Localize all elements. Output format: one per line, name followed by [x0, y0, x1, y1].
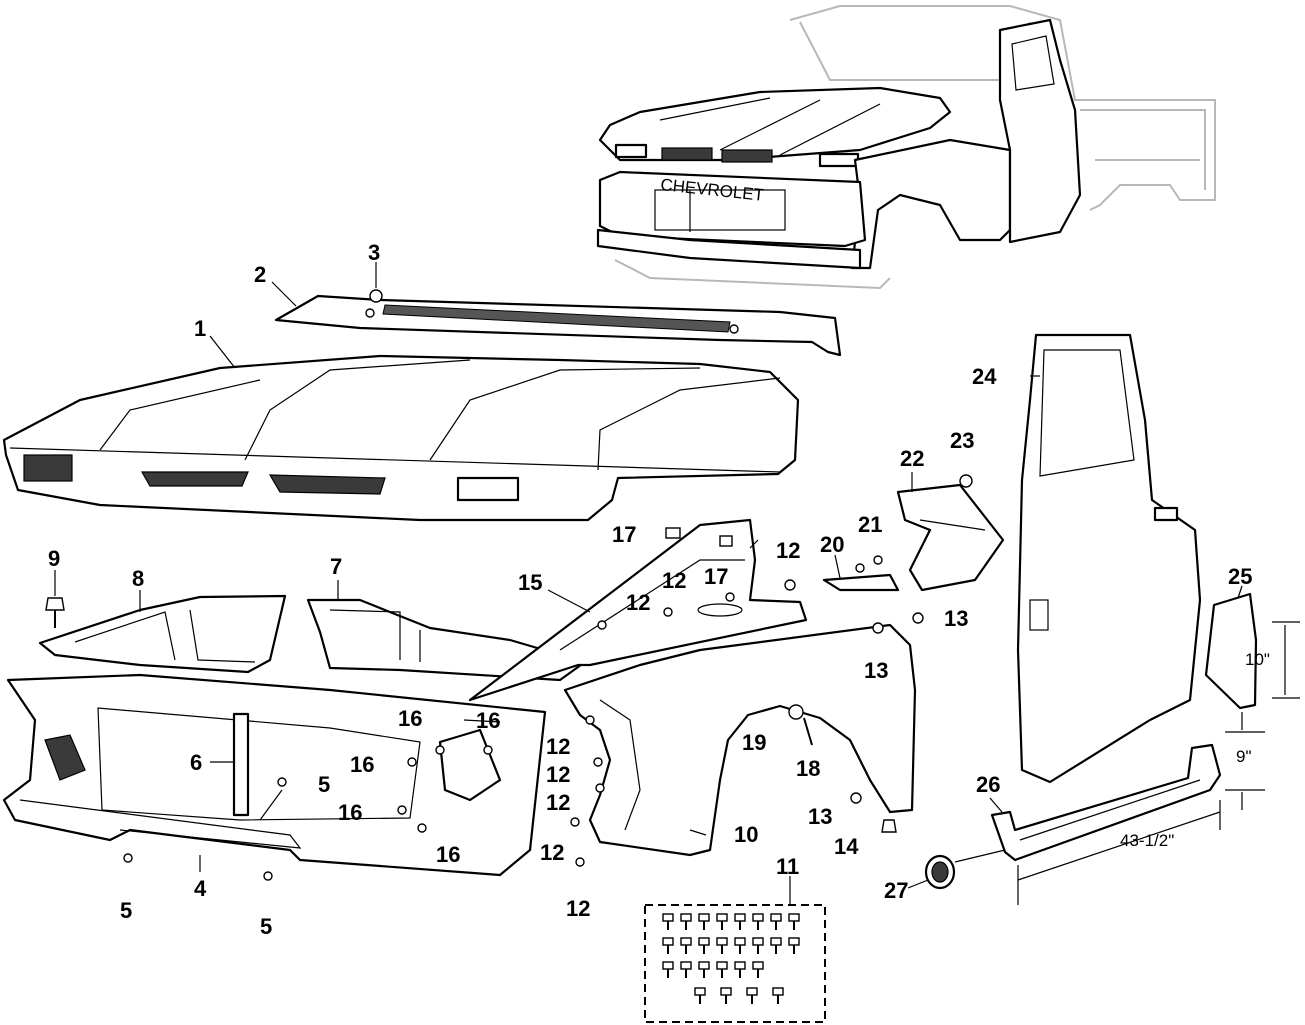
right-fender-skirt	[306, 598, 587, 682]
callout-2: 2	[254, 262, 266, 287]
kit-bolt-icon	[772, 987, 784, 996]
kit-bolt-icon	[770, 913, 782, 922]
kit-bolt-icon	[752, 961, 764, 970]
kit-bolt-icon	[698, 961, 710, 970]
callout-12-g: 12	[540, 840, 564, 865]
body-plug	[924, 854, 956, 890]
dimension-43-5in: 43-1/2"	[1120, 831, 1174, 850]
kit-bolt-icon	[788, 913, 800, 922]
callout-12-b: 12	[662, 568, 686, 593]
kit-bolt-icon	[680, 913, 692, 922]
callout-9: 9	[48, 546, 60, 571]
callout-12-f: 12	[546, 790, 570, 815]
callout-8: 8	[132, 566, 144, 591]
kit-bolt-icon	[734, 937, 746, 946]
callout-13-a: 13	[944, 606, 968, 631]
callout-24: 24	[972, 364, 997, 389]
callout-13-c: 13	[808, 804, 832, 829]
dimension-10in: 10"	[1245, 650, 1270, 669]
kit-bolt-icon	[770, 937, 782, 946]
callout-7: 7	[330, 554, 342, 579]
cowl-kick-panel	[896, 483, 1005, 592]
callout-17-a: 17	[612, 522, 636, 547]
callout-3: 3	[368, 240, 380, 265]
callout-14: 14	[834, 834, 859, 859]
hood	[2, 354, 800, 522]
callout-1: 1	[194, 316, 206, 341]
callout-16-d: 16	[338, 800, 362, 825]
callout-23: 23	[950, 428, 974, 453]
kit-bolt-icon	[716, 913, 728, 922]
hardware-kit	[644, 904, 826, 1023]
callout-18: 18	[796, 756, 820, 781]
kit-bolt-icon	[752, 913, 764, 922]
kit-bolt-icon	[662, 913, 674, 922]
cowl-vent-panel	[274, 294, 842, 357]
callout-16-c: 16	[350, 752, 374, 777]
kit-bolt-icon	[680, 961, 692, 970]
truck-overview: CHEVROLET	[596, 5, 1216, 290]
callout-5-left: 5	[120, 898, 132, 923]
kit-bolt-icon	[698, 937, 710, 946]
callout-12-h: 12	[566, 896, 590, 921]
callout-5-center: 5	[318, 772, 330, 797]
callout-12-d: 12	[546, 734, 570, 759]
leader-lines	[54, 262, 1243, 905]
dimension-9in: 9"	[1236, 747, 1252, 766]
callout-25: 25	[1228, 564, 1252, 589]
callout-26: 26	[976, 772, 1000, 797]
callout-13-b: 13	[864, 658, 888, 683]
center-brace	[232, 712, 250, 817]
kit-bolt-icon	[662, 937, 674, 946]
callout-19: 19	[742, 730, 766, 755]
fender-brace	[468, 518, 808, 702]
door	[1016, 333, 1202, 784]
callout-12-a: 12	[776, 538, 800, 563]
kit-bolt-icon	[734, 961, 746, 970]
callout-5-right: 5	[260, 914, 272, 939]
kit-bolt-icon	[734, 913, 746, 922]
callout-6: 6	[190, 750, 202, 775]
callout-12-e: 12	[546, 762, 570, 787]
callout-20: 20	[820, 532, 844, 557]
callout-16-a: 16	[398, 706, 422, 731]
kit-bolt-icon	[716, 937, 728, 946]
rocker-panel	[990, 743, 1222, 862]
callout-11: 11	[776, 854, 799, 879]
callout-21: 21	[858, 512, 882, 537]
callout-22: 22	[900, 446, 924, 471]
callout-16-e: 16	[436, 842, 460, 867]
kit-bolt-icon	[694, 987, 706, 996]
kit-bolt-icon	[720, 987, 732, 996]
callout-17-b: 17	[704, 564, 728, 589]
radiator-support	[2, 673, 547, 877]
callout-27: 27	[884, 878, 908, 903]
kit-bolt-icon	[716, 961, 728, 970]
fasteners	[45, 289, 973, 881]
kit-bolt-icon	[662, 961, 674, 970]
callout-10: 10	[734, 822, 758, 847]
callout-16-b: 16	[476, 708, 500, 733]
kit-bolt-icon	[788, 937, 800, 946]
kit-bolt-icon	[680, 937, 692, 946]
mounting-bracket	[822, 573, 900, 592]
cab-corner-panel	[1204, 592, 1258, 710]
kit-bolt-icon	[746, 987, 758, 996]
kit-bolt-icon	[698, 913, 710, 922]
callout-15: 15	[518, 570, 542, 595]
callout-12-c: 12	[626, 590, 650, 615]
callout-4: 4	[194, 876, 207, 901]
left-fender-skirt	[38, 594, 287, 674]
dimension-lines	[1017, 621, 1300, 905]
kit-bolt-icon	[752, 937, 764, 946]
